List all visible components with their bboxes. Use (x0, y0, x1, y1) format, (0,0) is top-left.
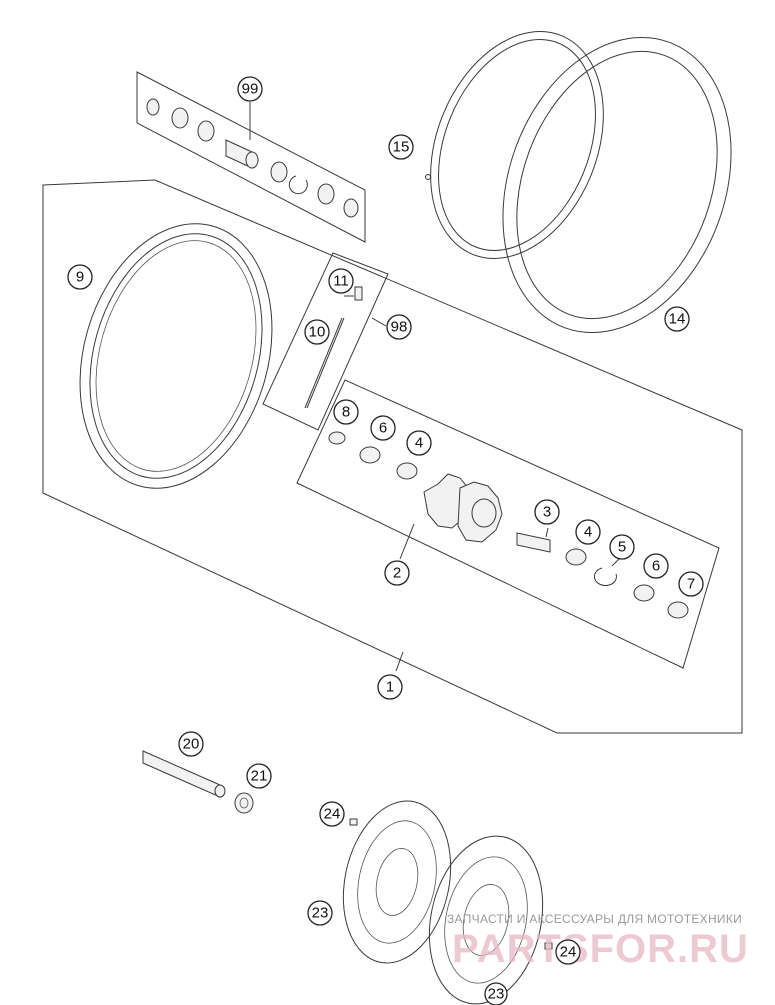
axle-nut (234, 792, 254, 814)
callout-23b: 23 (484, 982, 508, 1005)
hub-assembly-panel (296, 379, 720, 669)
callout-4b: 4 (575, 519, 601, 545)
callout-14: 14 (664, 306, 690, 332)
callout-6a: 6 (370, 415, 396, 441)
svg-text:99: 99 (242, 81, 259, 98)
callout-8: 8 (333, 399, 359, 425)
callout-23a: 23 (307, 900, 333, 926)
callout-4a: 4 (406, 430, 432, 456)
callout-21: 21 (246, 763, 272, 789)
callout-2: 2 (384, 560, 410, 586)
callout-1: 1 (377, 674, 403, 700)
watermark-tagline: ЗАПЧАСТИ И АКСЕССУАРЫ ДЛЯ МОТОТЕХНИКИ (447, 912, 742, 926)
watermark-brand: PARTSFOR.RU (452, 927, 749, 971)
svg-text:23: 23 (312, 905, 329, 922)
disc-screw-left (349, 818, 358, 826)
callout-11: 11 (328, 268, 354, 294)
svg-text:7: 7 (687, 576, 695, 593)
callout-99: 99 (237, 76, 263, 102)
svg-text:6: 6 (379, 420, 387, 437)
svg-text:1: 1 (386, 679, 394, 696)
svg-text:24: 24 (324, 806, 341, 823)
svg-text:4: 4 (584, 524, 592, 541)
tire (502, 36, 732, 334)
svg-text:11: 11 (333, 273, 349, 290)
callout-7: 7 (678, 571, 704, 597)
svg-text:24: 24 (560, 944, 577, 961)
svg-text:2: 2 (393, 565, 401, 582)
svg-text:3: 3 (543, 504, 551, 521)
rim (79, 223, 273, 489)
svg-text:8: 8 (342, 404, 350, 421)
svg-text:21: 21 (251, 768, 268, 785)
bearing-kit-panel (136, 71, 366, 243)
brake-disc-left (342, 800, 452, 964)
callout-9: 9 (67, 264, 93, 290)
leader-lines (249, 102, 621, 672)
brake-disc-right (428, 835, 544, 1005)
wheel-assembly-frame (42, 179, 743, 734)
svg-text:20: 20 (183, 736, 200, 753)
callout-98: 98 (386, 314, 412, 340)
svg-text:5: 5 (618, 539, 626, 556)
callout-15: 15 (388, 134, 414, 160)
callout-10: 10 (304, 319, 330, 345)
svg-text:15: 15 (393, 139, 410, 156)
inner-tube (425, 31, 604, 259)
svg-text:9: 9 (76, 269, 84, 286)
callout-20: 20 (178, 731, 204, 757)
svg-text:10: 10 (309, 324, 326, 341)
svg-text:98: 98 (391, 319, 408, 336)
callout-5: 5 (609, 534, 635, 560)
axle (142, 750, 226, 798)
callout-24b: 24 (555, 939, 581, 965)
callout-6b: 6 (643, 553, 669, 579)
callout-24a: 24 (319, 801, 345, 827)
svg-text:4: 4 (415, 435, 423, 452)
svg-text:14: 14 (669, 311, 686, 328)
svg-text:6: 6 (652, 558, 660, 575)
callout-3: 3 (534, 499, 560, 525)
disc-screw-right (544, 942, 553, 950)
spoke-set-panel (262, 252, 389, 431)
svg-text:23: 23 (488, 986, 505, 1003)
